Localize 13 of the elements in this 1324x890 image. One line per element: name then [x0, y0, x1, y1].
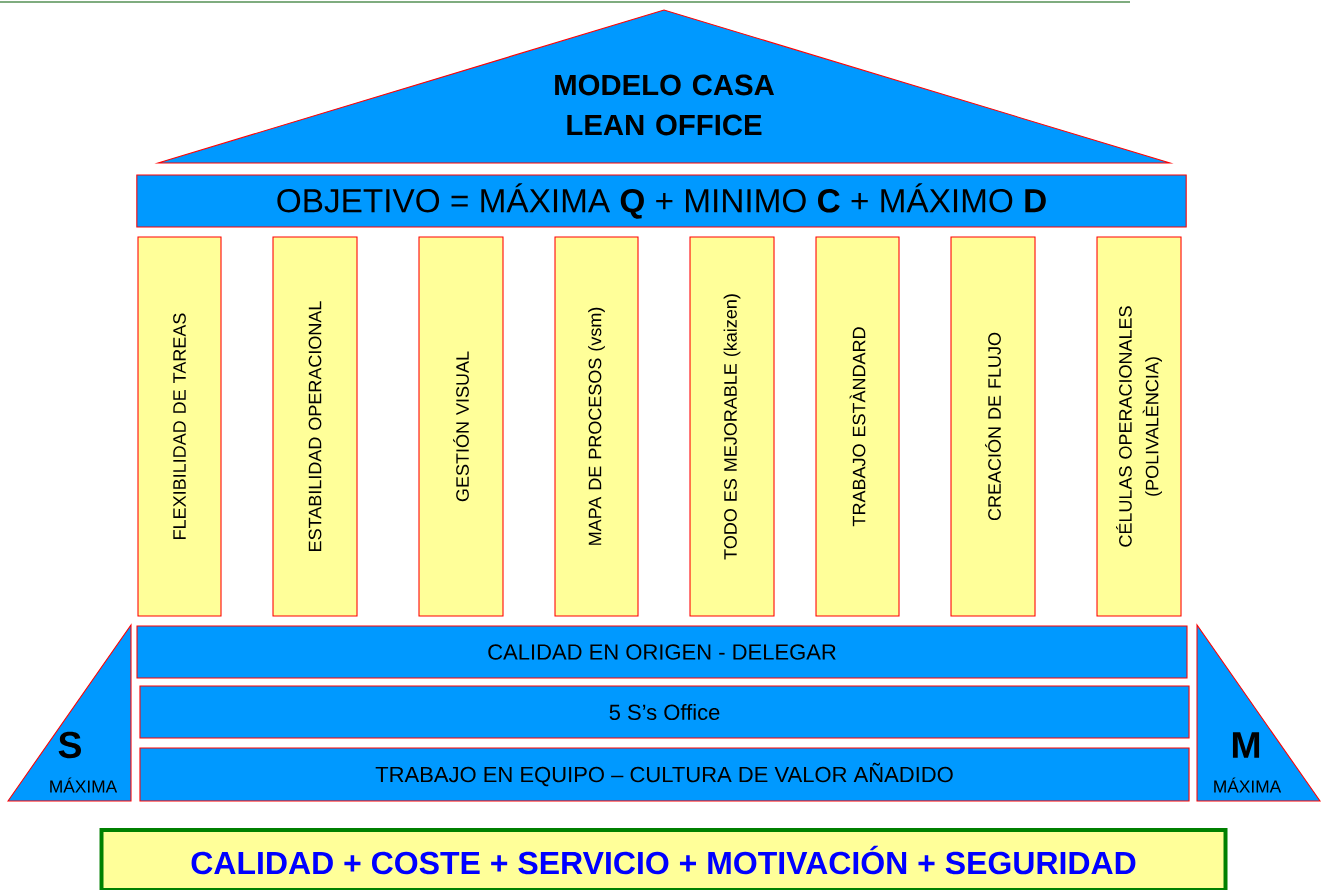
pillar: FLEXIBILIDAD DE TAREAS [137, 236, 222, 617]
pillar: TODO ES MEJORABLE (kaizen) [689, 236, 775, 617]
pillar: GESTIÓN VISUAL [418, 236, 504, 617]
foundation-bar: TRABAJO EN EQUIPO – CULTURA DE VALOR AÑADIDO [139, 747, 1190, 802]
pillar: CÉLULAS OPERACIONALES (POLIVALÈNCIA) [1096, 236, 1182, 617]
foundation-bar: 5 S’s Office [139, 685, 1190, 739]
summary-box: CALIDAD + COSTE + SERVICIO + MOTIVACIÓN + SEGURIDAD [99, 828, 1228, 890]
foundation-bar: CALIDAD EN ORIGEN - DELEGAR [136, 625, 1188, 679]
objective-bar: OBJETIVO = MÁXIMA Q + MINIMO C + MÁXIMO D [136, 174, 1187, 228]
pillar: CREACIÓN DE FLUJO [950, 236, 1036, 617]
pillar: TRABAJO ESTÀNDARD [815, 236, 900, 617]
pillar: MAPA DE PROCESOS (vsm) [554, 236, 639, 617]
pillar: ESTABILIDAD OPERACIONAL [272, 236, 358, 617]
